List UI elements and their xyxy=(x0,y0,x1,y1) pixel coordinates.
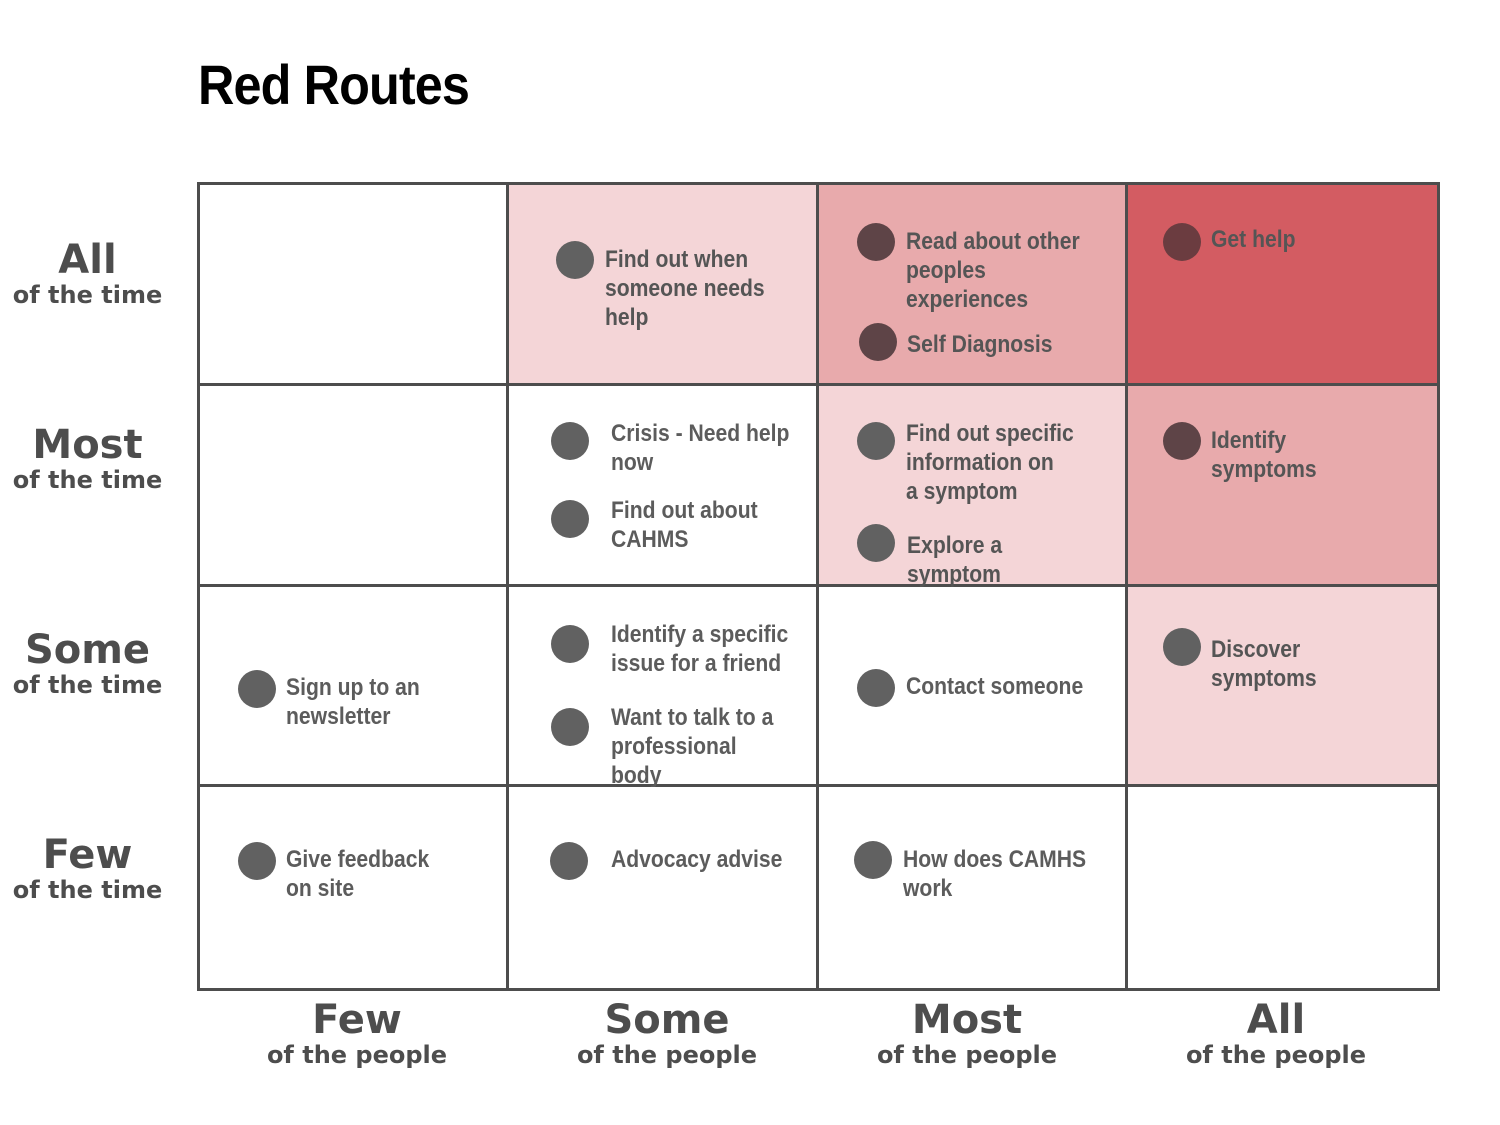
matrix-cell: Find out specific information on a sympt… xyxy=(818,385,1128,588)
route-label: Get help xyxy=(1210,226,1296,253)
route-dot-icon xyxy=(856,668,895,707)
route-label: Identify symptoms xyxy=(1210,426,1317,483)
route-dot-icon xyxy=(856,421,895,460)
route-dot-icon xyxy=(551,421,590,460)
route-label: Find out when someone needs help xyxy=(605,246,765,331)
route-dot-icon xyxy=(556,241,595,279)
route-dot-icon xyxy=(858,323,897,361)
route-label: Find out specific information on a sympt… xyxy=(905,419,1074,505)
route-label: Identify a specific issue for a friend xyxy=(611,620,789,677)
route-label: Find out about CAHMS xyxy=(611,496,758,553)
route-label: Self Diagnosis xyxy=(906,331,1053,358)
route-dot-icon xyxy=(853,841,892,880)
matrix-cell: Get help xyxy=(1127,185,1437,386)
route-label: How does CAMHS work xyxy=(902,846,1086,903)
y-axis-label-unit: of the time xyxy=(12,876,163,904)
matrix-cell: Find out when someone needs help xyxy=(509,185,819,386)
x-axis-label-share: Most xyxy=(911,997,1023,1043)
route-label: Read about other peoples experiences xyxy=(905,228,1080,313)
matrix-cell: Give feedback on site xyxy=(200,787,510,988)
route-dot-icon xyxy=(551,499,590,538)
route-dot-icon xyxy=(550,842,589,881)
matrix-cell: Advocacy advise xyxy=(509,787,819,988)
matrix-cell xyxy=(200,385,510,587)
matrix-cell xyxy=(200,185,510,386)
route-dot-icon xyxy=(238,669,276,708)
route-dot-icon xyxy=(856,523,895,562)
y-axis-label-unit: of the time xyxy=(12,466,163,494)
route-dot-icon xyxy=(856,223,895,261)
route-dot-icon xyxy=(1162,223,1201,261)
route-dot-icon xyxy=(551,707,590,746)
red-routes-matrix: Find out when someone needs help Read abo… xyxy=(197,182,1440,991)
matrix-cell: Identify symptoms xyxy=(1127,385,1437,587)
matrix-cell xyxy=(1127,787,1437,988)
y-axis-label-frequency: Some xyxy=(24,627,151,673)
x-axis-label-share: Some xyxy=(604,997,730,1043)
matrix-cell: Discover symptoms xyxy=(1127,586,1437,788)
y-axis-label-frequency: All xyxy=(58,237,117,283)
route-label: Want to talk to a professional body xyxy=(611,703,774,789)
y-axis-label-frequency: Most xyxy=(32,422,143,468)
y-axis-label-unit: of the time xyxy=(12,281,163,309)
route-label: Advocacy advise xyxy=(611,846,783,874)
x-axis-label-share: Few xyxy=(312,997,402,1043)
route-dot-icon xyxy=(238,842,276,881)
y-axis-label-frequency: Few xyxy=(42,832,133,878)
route-dot-icon xyxy=(1162,627,1201,666)
route-label: Crisis - Need help now xyxy=(611,419,790,476)
matrix-cell: Contact someone xyxy=(818,586,1128,788)
route-label: Sign up to an newsletter xyxy=(286,673,420,730)
route-label: Discover symptoms xyxy=(1210,635,1317,692)
x-axis-label-unit: of the people xyxy=(576,1041,758,1069)
route-label: Contact someone xyxy=(905,672,1083,700)
x-axis-label-share: All xyxy=(1246,997,1306,1043)
route-dot-icon xyxy=(1162,421,1201,460)
matrix-cell: Sign up to an newsletter xyxy=(200,586,510,788)
route-dot-icon xyxy=(551,624,590,663)
x-axis-label-unit: of the people xyxy=(876,1041,1058,1069)
x-axis-label-unit: of the people xyxy=(1185,1041,1367,1069)
route-label: Explore a symptom xyxy=(906,531,1002,588)
y-axis-label-unit: of the time xyxy=(12,671,163,699)
x-axis-label-unit: of the people xyxy=(266,1041,448,1069)
matrix-cell: How does CAMHS work xyxy=(818,787,1128,988)
page-title: Red Routes xyxy=(198,53,470,116)
route-label: Give feedback on site xyxy=(286,846,430,903)
